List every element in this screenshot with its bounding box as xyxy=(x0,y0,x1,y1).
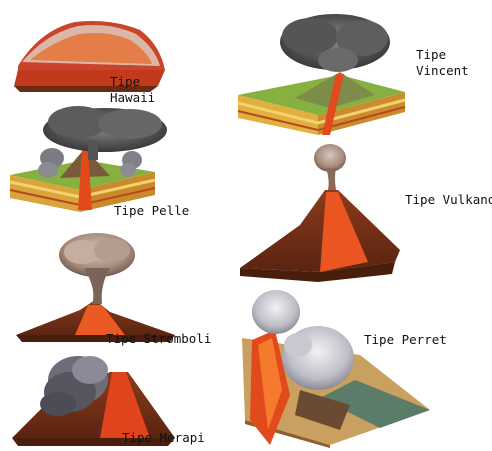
hawaii-label: Tipe Hawaii xyxy=(110,74,155,105)
vincent-label-line2: Vincent xyxy=(416,63,469,79)
hawaii-label-line1: Tipe xyxy=(110,74,155,90)
perret-volcano xyxy=(242,290,430,448)
pelle-volcano xyxy=(10,106,167,212)
stromboli-volcano xyxy=(16,233,175,342)
vincent-volcano xyxy=(238,14,405,135)
perret-label: Tipe Perret xyxy=(364,332,447,348)
vincent-label: Tipe Vincent xyxy=(416,47,469,78)
merapi-label: Tipe Merapi xyxy=(122,430,205,446)
hawaii-label-line2: Hawaii xyxy=(110,90,155,106)
vincent-label-line1: Tipe xyxy=(416,47,469,63)
vulkano-label: Tipe Vulkano xyxy=(405,192,492,208)
vulkano-volcano xyxy=(240,144,400,282)
pelle-label: Tipe Pelle xyxy=(114,203,189,219)
stromboli-label: Tipe Stromboli xyxy=(106,331,211,347)
